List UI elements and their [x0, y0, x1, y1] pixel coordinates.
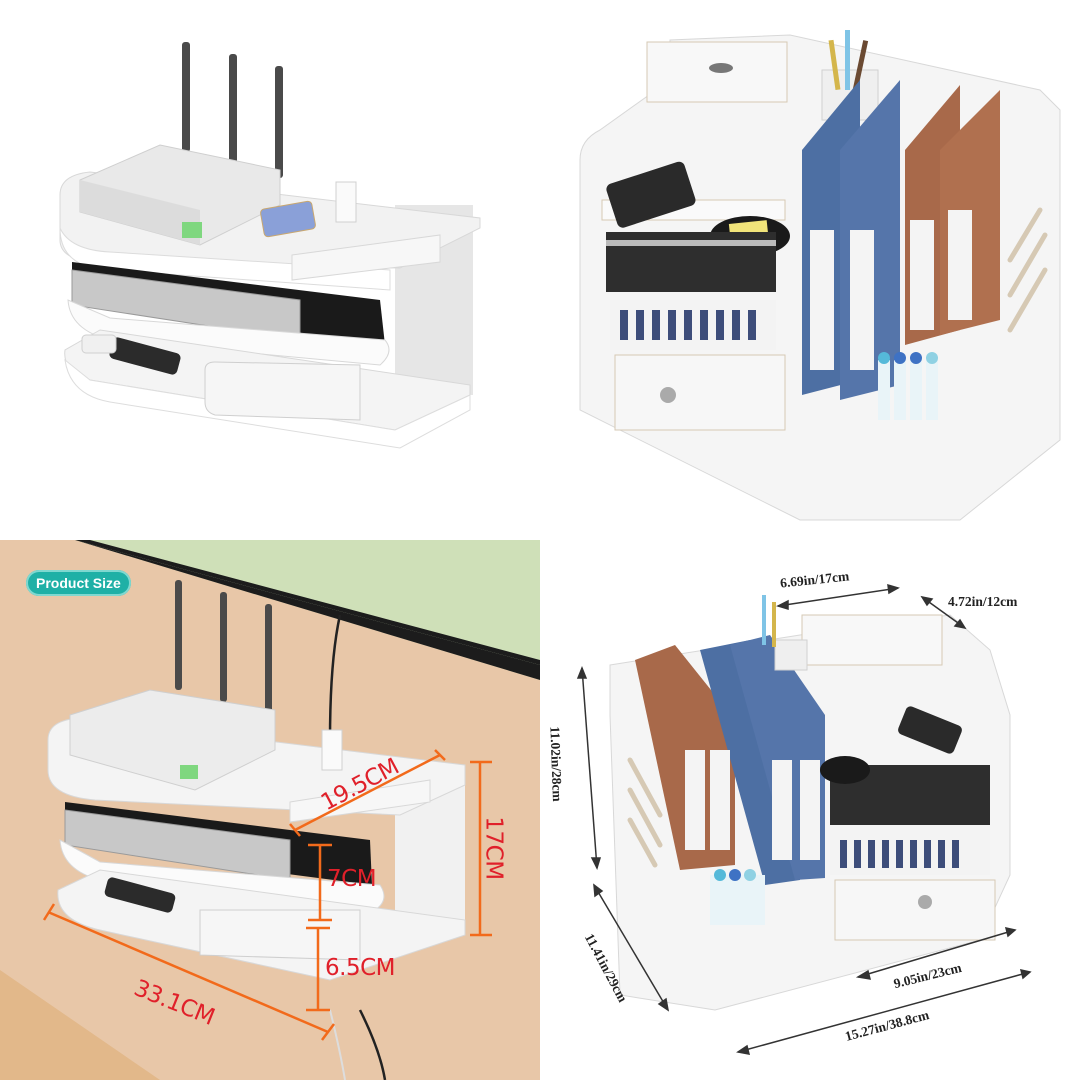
- dimension-height-label: 11.02in/28cm: [547, 726, 566, 802]
- panel-router-shelf-dimensions: Product Size 19.5CM 17CM 7CM 6.5CM 33.1C…: [0, 540, 540, 1080]
- desk-organizer-dimension-illustration: [576, 583, 1032, 1055]
- panel-desk-organizer: [540, 0, 1080, 540]
- product-size-badge: Product Size: [26, 570, 131, 596]
- router-shelf-wall-illustration: [0, 540, 540, 1080]
- dimension-lower-gap-label: 6.5CM: [325, 955, 395, 981]
- router-shelf-illustration: [59, 42, 481, 449]
- panel-router-shelf: [0, 0, 540, 540]
- dimension-upper-gap-label: 7CM: [327, 866, 377, 892]
- panel-desk-organizer-dimensions: 6.69in/17cm 4.72in/12cm 11.02in/28cm 11.…: [540, 540, 1080, 1080]
- desk-organizer-illustration: [579, 30, 1061, 521]
- dimension-height-label: 17CM: [480, 816, 507, 880]
- dimension-top-depth-label: 4.72in/12cm: [948, 594, 1018, 609]
